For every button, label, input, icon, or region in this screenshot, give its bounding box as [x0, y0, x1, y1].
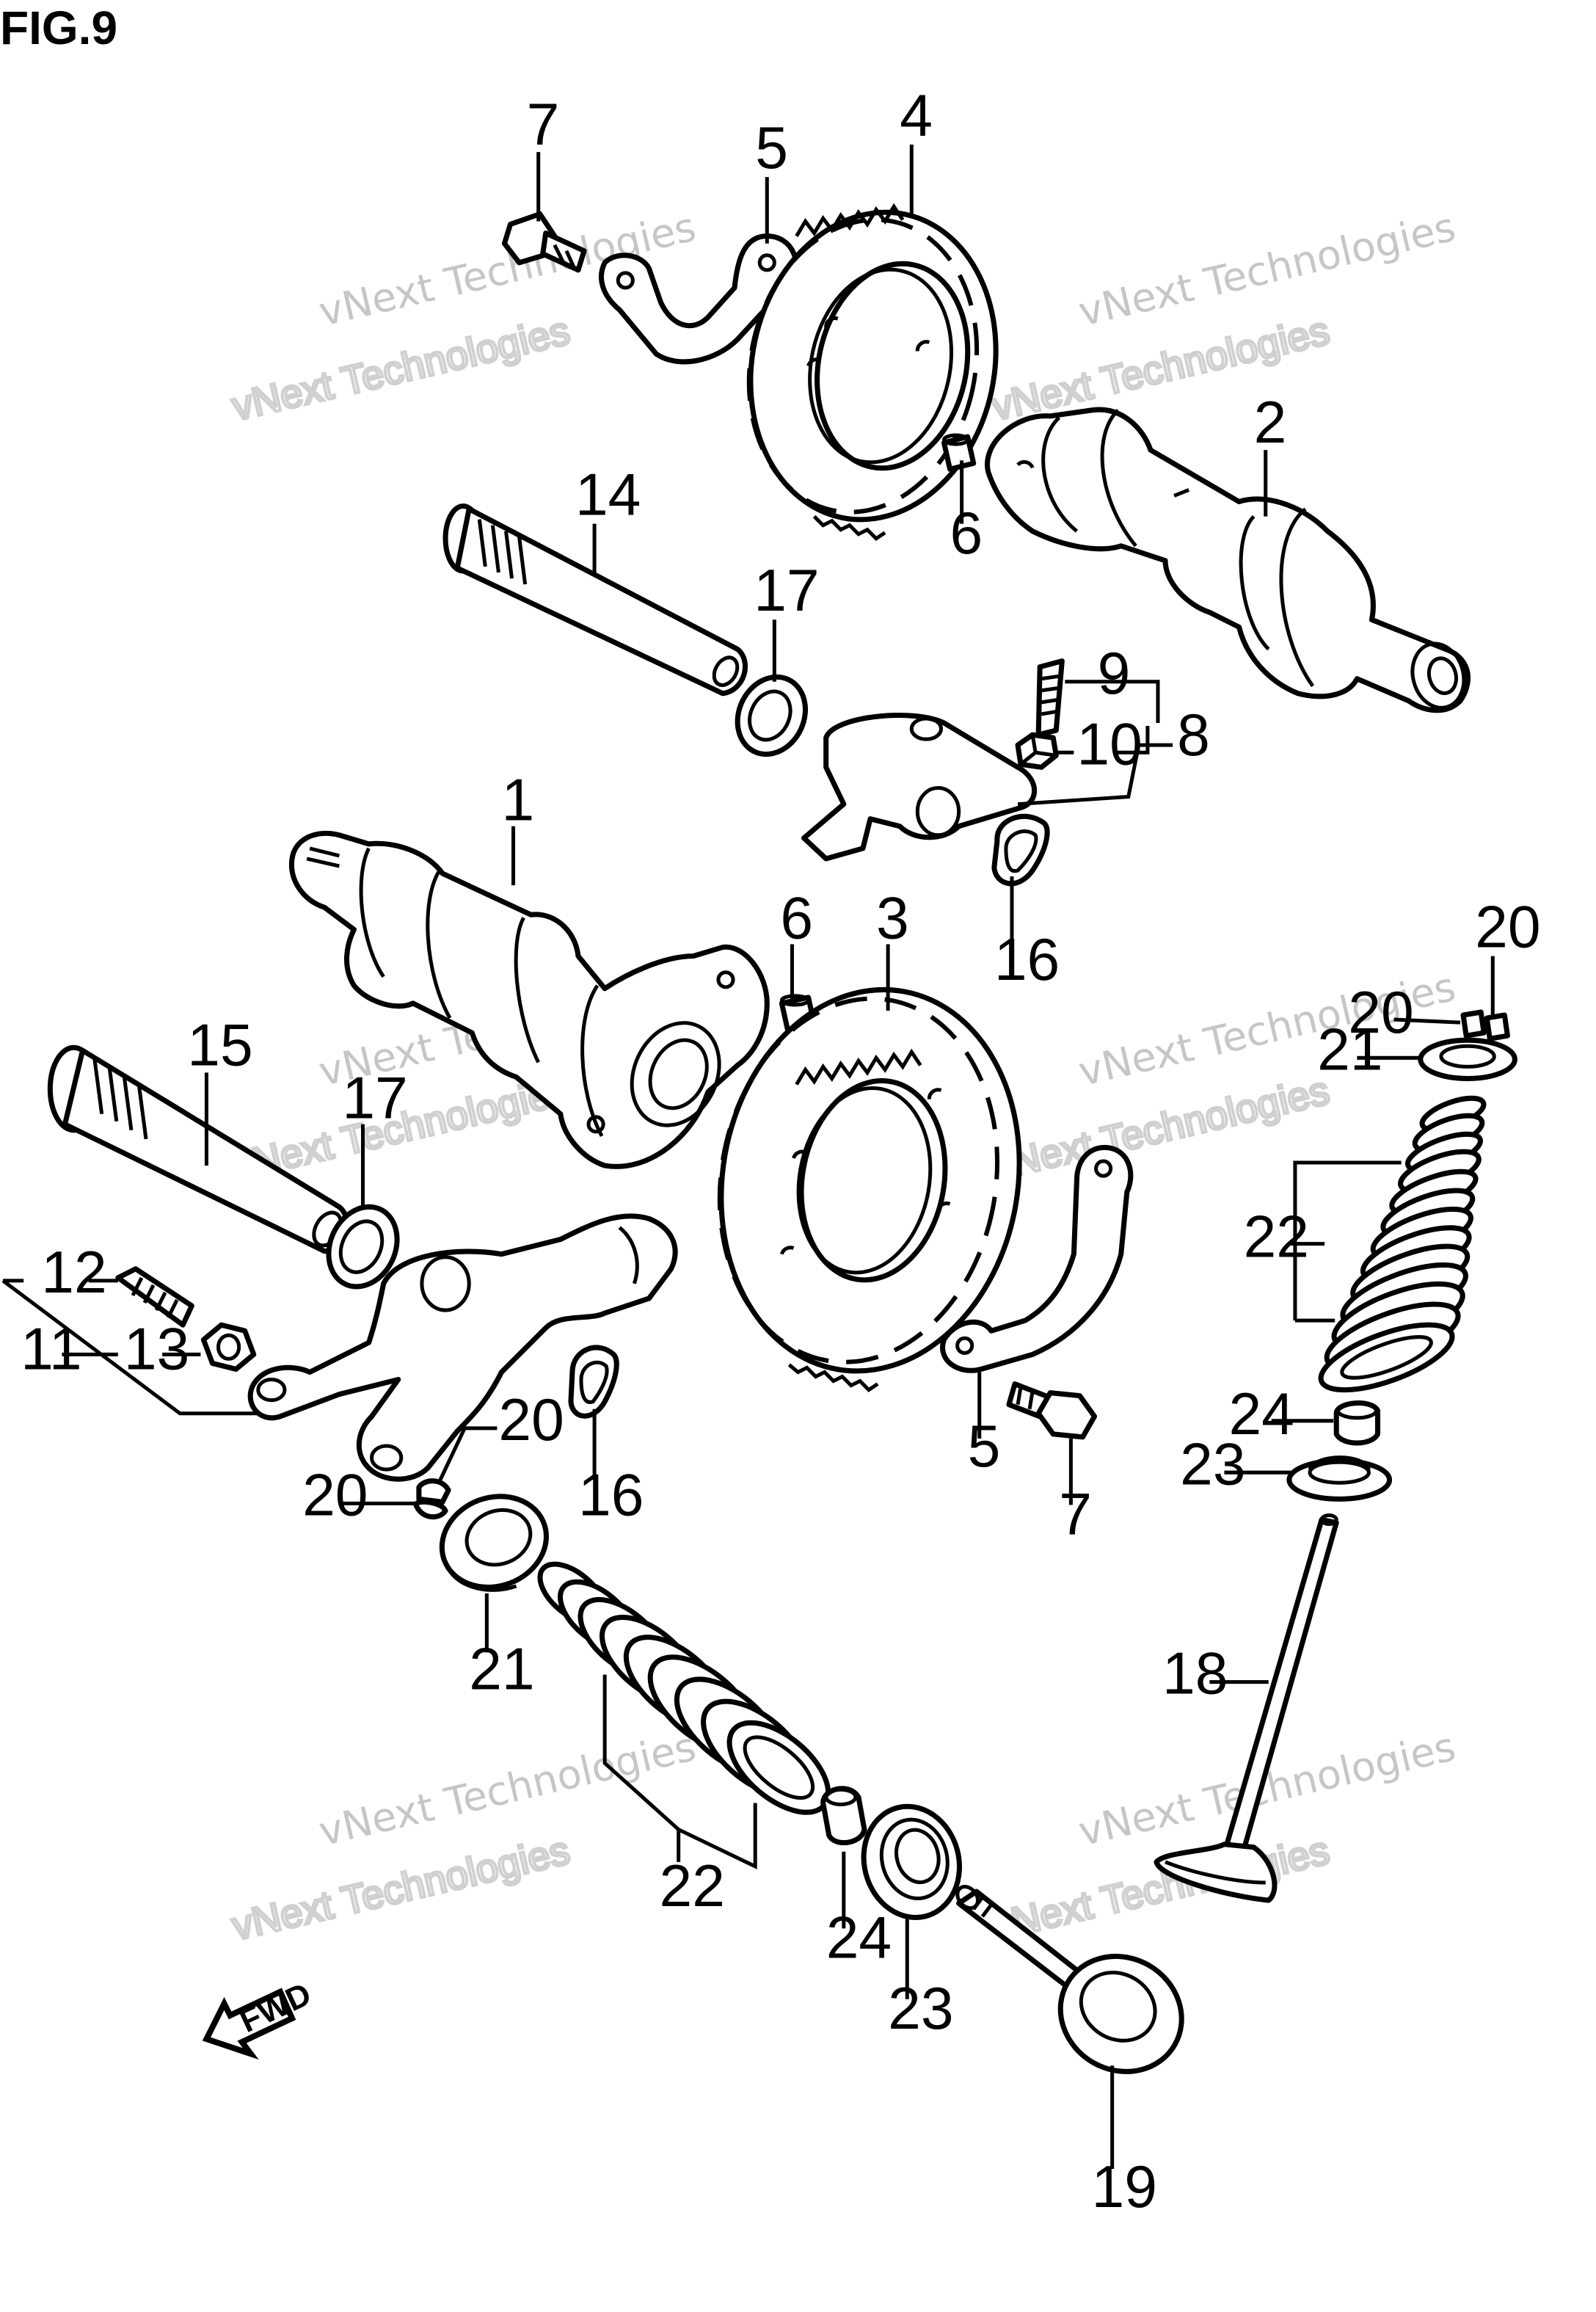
- watermark-line2: vNext Technologies: [228, 1828, 574, 1949]
- callout-3: 3: [876, 886, 909, 952]
- part-10-lock-nut: [1015, 732, 1059, 770]
- watermark: vNext Technologies: [986, 1066, 1335, 1190]
- part-17-washer-top: [735, 674, 809, 757]
- part-24-seal-mid: [820, 1786, 867, 1846]
- callout-23: 23: [888, 1976, 953, 2042]
- part-11-rocker-arm-mid: [247, 1213, 678, 1482]
- part-24-seal-right: [1333, 1400, 1381, 1446]
- callout-7: 7: [1059, 1482, 1092, 1548]
- watermark: vNext Technologies: [1074, 204, 1460, 335]
- callout-5: 5: [755, 115, 788, 181]
- watermark: vNext Technologies: [227, 307, 575, 431]
- callout-21: 21: [1317, 1017, 1382, 1083]
- callout-6: 6: [780, 886, 813, 952]
- part-23-seat-mid: [861, 1803, 963, 1921]
- callout-17: 17: [342, 1066, 407, 1132]
- part-13-lock-nut: [200, 1322, 257, 1372]
- callout-22: 22: [660, 1853, 725, 1919]
- callout-10: 10: [1076, 711, 1142, 777]
- part-14-rocker-shaft-top: [442, 504, 748, 697]
- part-3-cam-gear-mid: [717, 986, 1022, 1392]
- callout-13: 13: [124, 1316, 189, 1382]
- part-17-washer-mid: [326, 1204, 400, 1290]
- callout-15: 15: [187, 1012, 252, 1078]
- callout-9: 9: [1098, 641, 1131, 707]
- callout-labels: 7 5 4 2 6 14 17 9 10 8 16 1 6 3 15 17 12…: [21, 83, 1540, 2220]
- callout-14: 14: [575, 462, 641, 528]
- part-5-bracket-mid: [940, 1144, 1134, 1373]
- part-23-seat-right: [1286, 1455, 1393, 1502]
- callout-2: 2: [1254, 390, 1287, 456]
- watermark: vNext Technologies: [227, 1826, 575, 1950]
- part-9-adjust-screw: [1035, 658, 1065, 738]
- callout-22: 22: [1244, 1204, 1309, 1270]
- watermark: vNext Technologies: [315, 1723, 700, 1855]
- callout-1: 1: [501, 768, 534, 834]
- callout-5: 5: [968, 1414, 1001, 1480]
- callout-8: 8: [1177, 702, 1210, 768]
- callout-20: 20: [498, 1387, 564, 1453]
- watermark-line2: vNext Technologies: [988, 1828, 1333, 1949]
- callout-24: 24: [1228, 1381, 1294, 1447]
- callout-11: 11: [21, 1316, 81, 1382]
- part-18-valve: [1154, 1513, 1339, 1903]
- part-22-spring-right: [1318, 1095, 1487, 1393]
- part-7-bolt-mid: [1006, 1381, 1098, 1440]
- callout-21: 21: [469, 1637, 534, 1703]
- watermark-line2: vNext Technologies: [228, 308, 574, 429]
- callout-7: 7: [527, 92, 560, 158]
- callout-17: 17: [754, 558, 819, 624]
- fwd-arrow-icon: FWD: [202, 1976, 316, 2060]
- part-16-cap-top: [991, 813, 1050, 887]
- part-21-retainer-mid: [439, 1494, 549, 1592]
- watermark-line1: vNext Technologies: [315, 1723, 700, 1855]
- part-19-valve: [955, 1885, 1184, 2074]
- callout-19: 19: [1092, 2154, 1157, 2220]
- part-2-camshaft: [985, 407, 1471, 713]
- part-6-pin-top: [941, 433, 977, 472]
- leader-lines: [1, 145, 1495, 2169]
- part-20-cotters-right: [1460, 1009, 1510, 1042]
- callout-16: 16: [994, 927, 1060, 993]
- figure-title: FIG.9: [0, 1, 118, 54]
- callout-6: 6: [950, 501, 983, 567]
- watermark: vNext Technologies: [986, 1826, 1335, 1950]
- part-12-adjust-screw: [115, 1266, 194, 1328]
- callout-23: 23: [1180, 1431, 1245, 1497]
- callout-24: 24: [826, 1905, 892, 1971]
- callout-20: 20: [1348, 980, 1413, 1046]
- part-20-cotters-mid: [413, 1478, 451, 1520]
- callout-20: 20: [302, 1462, 368, 1528]
- callout-20: 20: [1475, 895, 1540, 961]
- part-16-cap-mid: [568, 1345, 619, 1419]
- callout-18: 18: [1162, 1641, 1228, 1707]
- callout-16: 16: [578, 1462, 644, 1528]
- watermark-line2: vNext Technologies: [988, 1068, 1333, 1189]
- part-8-rocker-arm-top: [801, 713, 1038, 862]
- callout-4: 4: [900, 83, 933, 149]
- part-4-cam-gear-top: [746, 203, 999, 541]
- fwd-arrow-label: FWD: [234, 1976, 316, 2040]
- watermark-line1: vNext Technologies: [1074, 204, 1460, 335]
- callout-12: 12: [41, 1240, 106, 1306]
- part-1-camshaft: [288, 830, 770, 1169]
- part-21-retainer-right: [1418, 1037, 1517, 1081]
